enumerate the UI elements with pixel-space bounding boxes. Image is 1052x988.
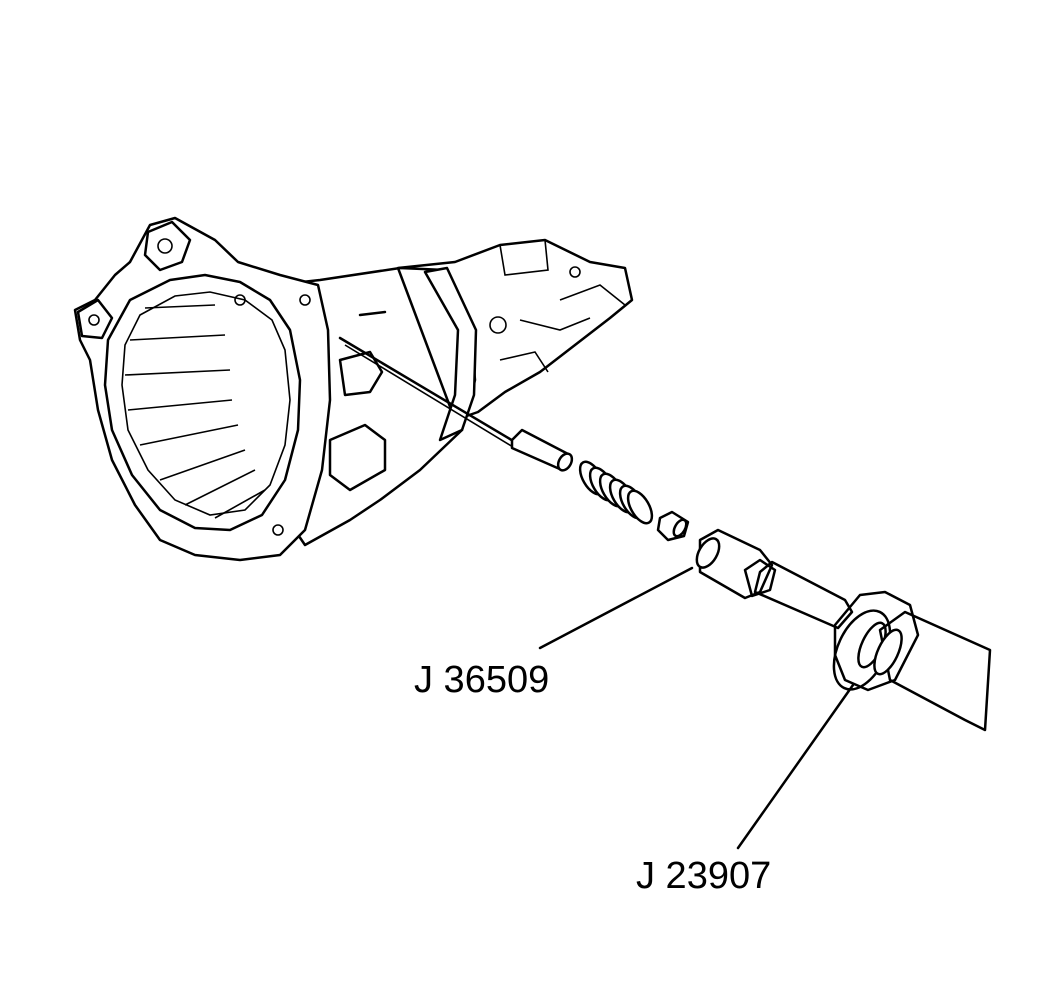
slide-hammer-shaft <box>753 560 854 630</box>
shift-rod <box>338 336 522 451</box>
detent-plug <box>510 428 574 472</box>
remover-tool-j36509 <box>695 528 777 600</box>
callout-leader-j23907 <box>736 683 855 850</box>
detent-ball <box>656 510 690 542</box>
transmission-case <box>73 216 634 562</box>
slide-hammer-handle <box>878 610 992 732</box>
callout-label-j23907: J 23907 <box>636 855 771 897</box>
detent-spring <box>578 460 654 525</box>
callout-leader-j36509 <box>538 566 694 650</box>
bell-housing-ribs <box>124 304 266 519</box>
bell-housing <box>73 216 332 562</box>
slide-hammer-j23907 <box>832 590 992 732</box>
callout-label-j36509: J 36509 <box>414 659 549 701</box>
bell-housing-opening <box>103 273 302 532</box>
